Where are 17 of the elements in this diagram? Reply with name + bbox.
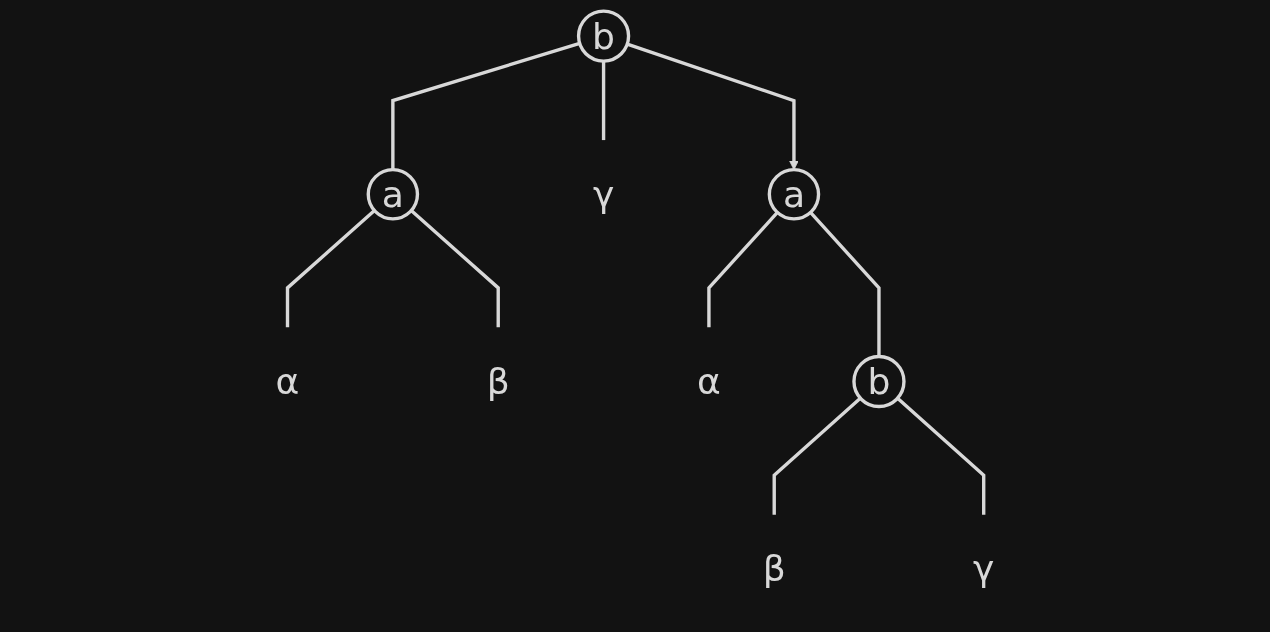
connector (896, 396, 986, 515)
connector (601, 61, 606, 141)
connector (809, 211, 881, 357)
node-circle: a (767, 167, 821, 221)
node-circle: a (366, 167, 420, 221)
node-circle: b (852, 354, 906, 409)
node-text: γ (592, 172, 615, 216)
node-text: β (762, 547, 786, 591)
node-text: β (486, 360, 510, 403)
connector (772, 396, 862, 515)
node-text: α (275, 360, 300, 403)
connector (707, 211, 779, 328)
node-text: γ (973, 547, 995, 591)
node-text: α (697, 360, 721, 403)
node-circle: b (576, 9, 631, 63)
connector (285, 209, 376, 328)
connector (410, 209, 500, 328)
